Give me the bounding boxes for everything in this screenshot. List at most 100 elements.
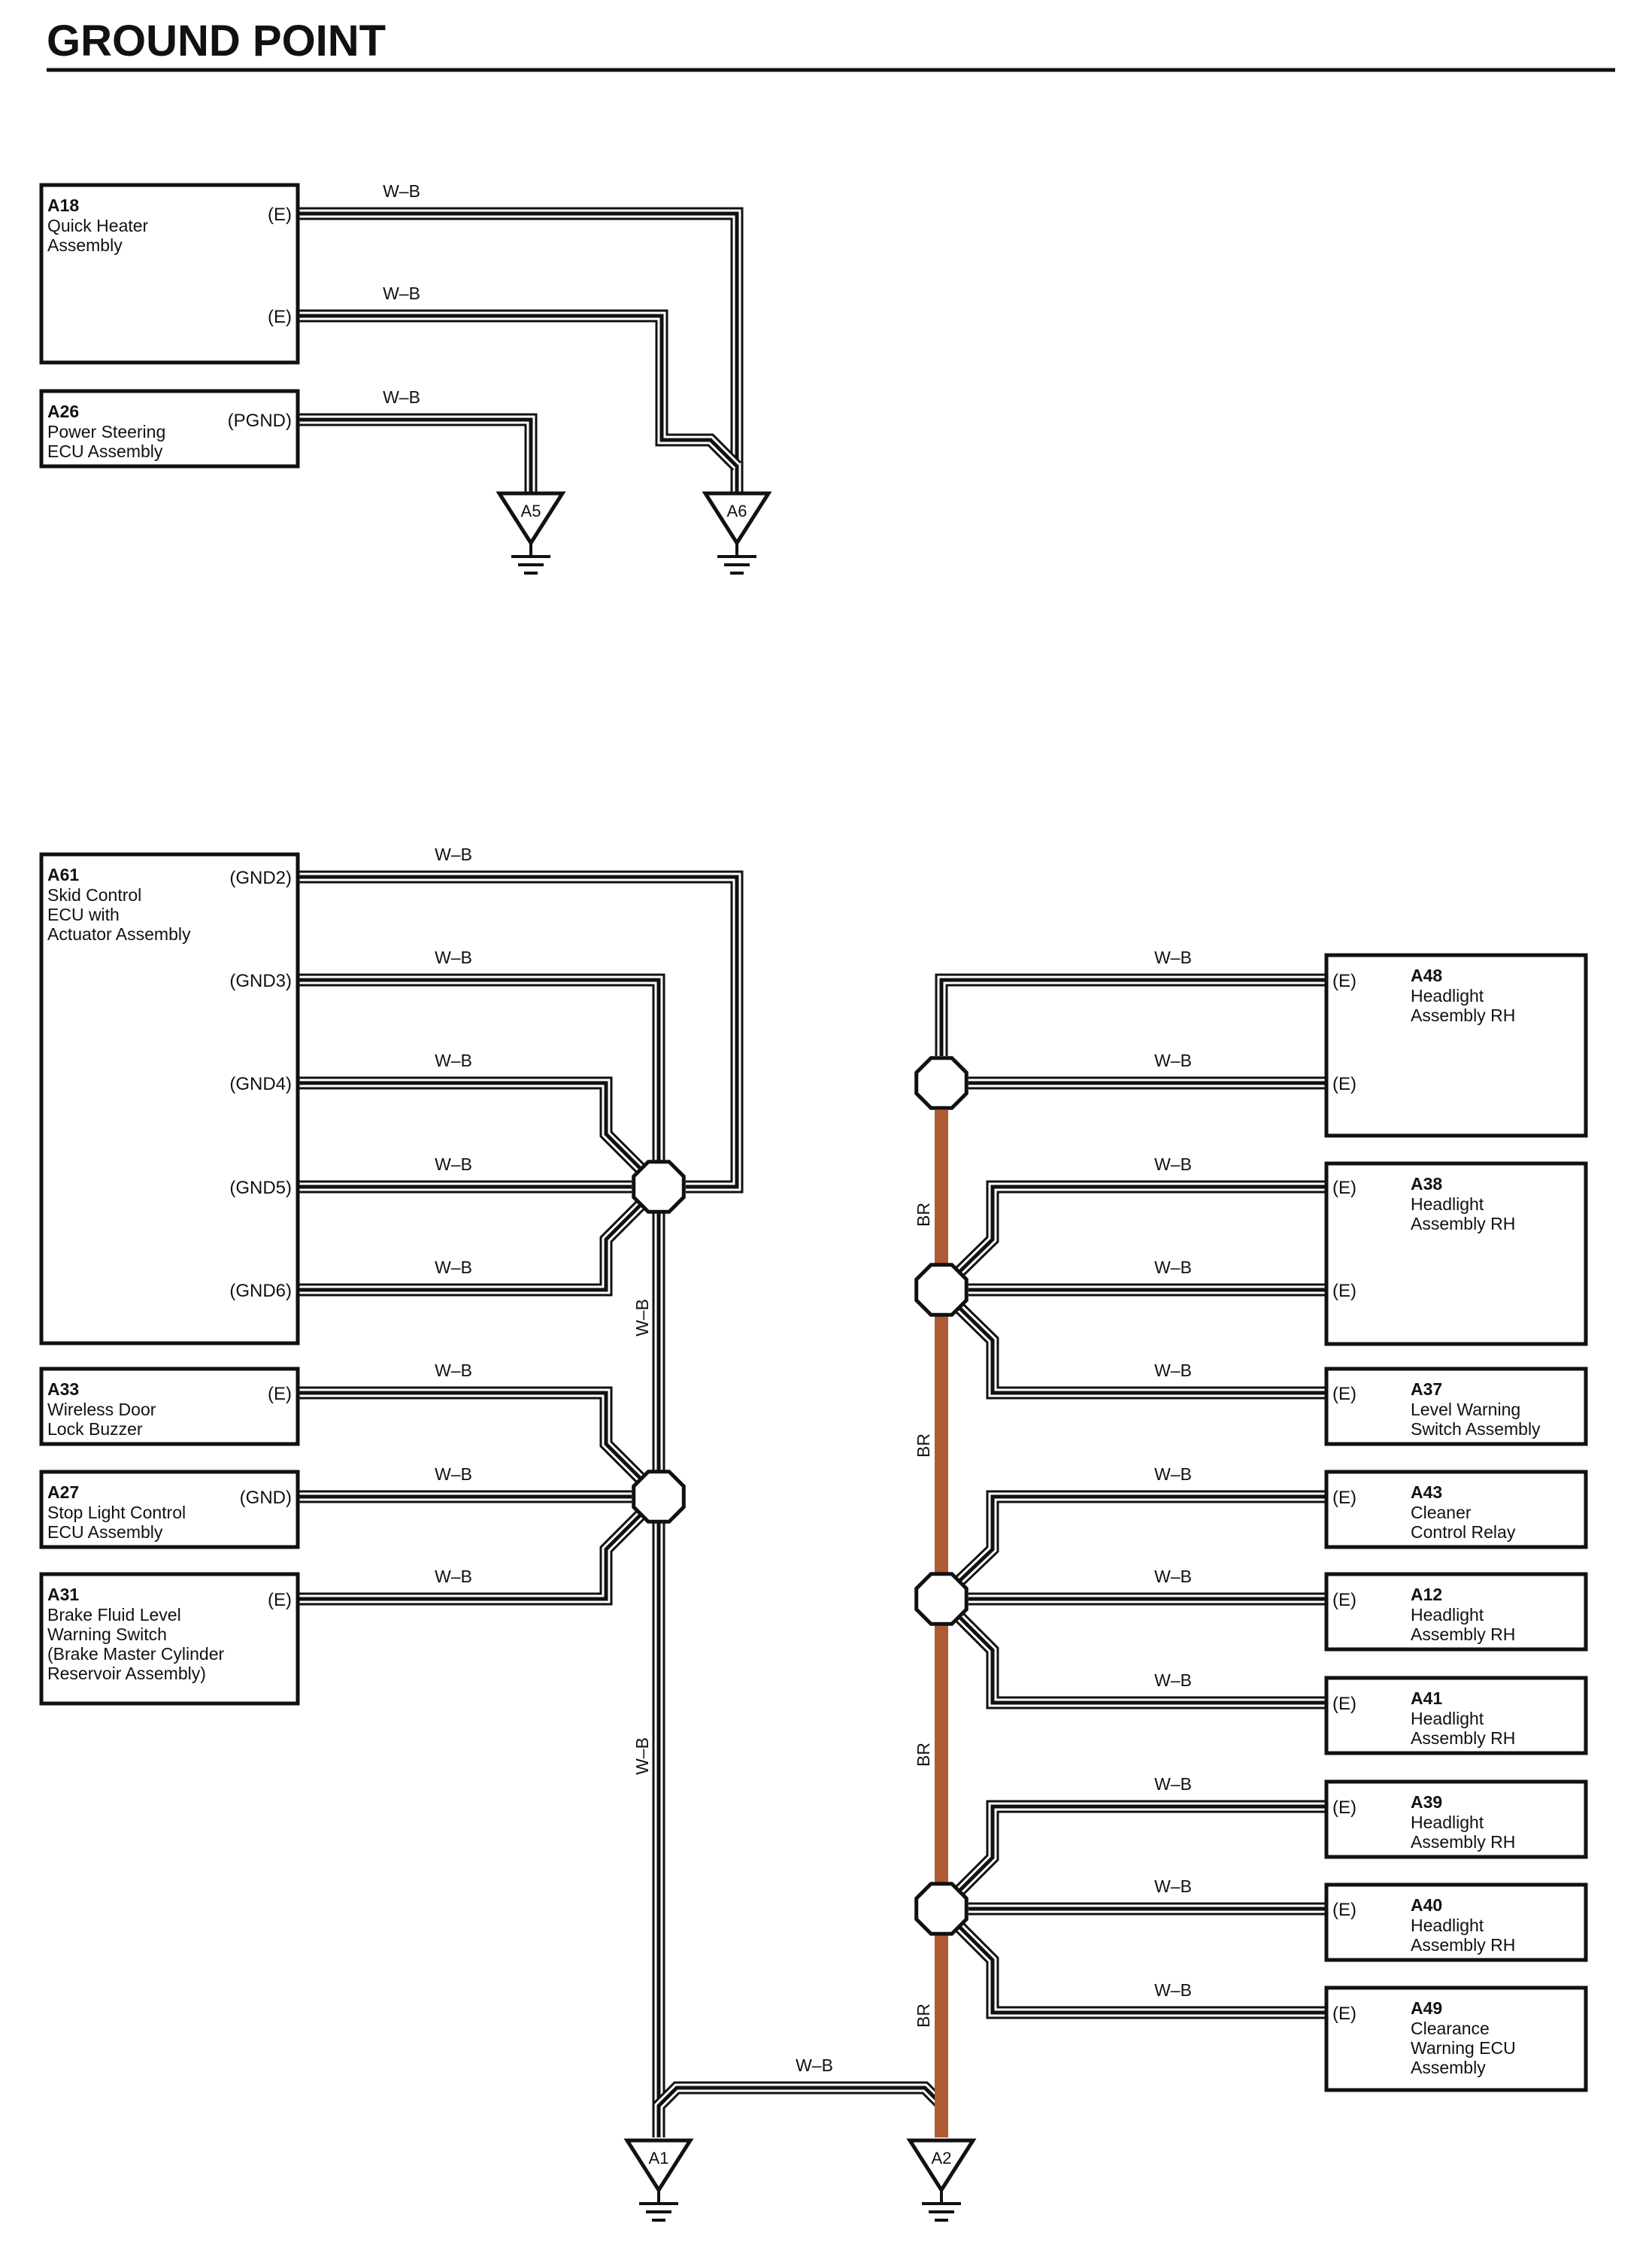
ground-label: A1 xyxy=(649,2149,669,2168)
wire-a39-e xyxy=(953,1800,1326,1898)
wire-a49-e xyxy=(953,1920,1326,2019)
pin-label: (E) xyxy=(1332,1488,1356,1508)
component-box xyxy=(39,1367,300,1446)
component-name-line: Brake Fluid Level xyxy=(47,1605,181,1625)
component-box xyxy=(39,1470,300,1549)
vertical-wire-label: W–B xyxy=(632,1299,652,1336)
component-name-line: Cleaner xyxy=(1411,1503,1472,1522)
wire-a41-e xyxy=(953,1610,1326,1709)
wire-a1-a2-outer xyxy=(652,2081,948,2137)
wire-a39-e-core xyxy=(956,1804,1326,1894)
wire-a26-pgnd xyxy=(298,413,538,496)
wire-a18-e2 xyxy=(298,309,742,472)
component-name-line: Skid Control xyxy=(47,885,141,905)
component-name-line: Assembly RH xyxy=(1411,1728,1515,1748)
wire-label: W–B xyxy=(1154,1464,1192,1484)
component-name-line: Warning ECU xyxy=(1411,2038,1516,2058)
wire-label: W–B xyxy=(383,284,420,303)
component-name-line: Assembly RH xyxy=(1411,1006,1515,1025)
wire-a38-e1-gap xyxy=(955,1182,1326,1276)
component-name-line: Assembly xyxy=(47,235,123,255)
wire-label: W–B xyxy=(435,948,472,967)
wire-a33-e xyxy=(298,1386,647,1485)
component-name-line: Control Relay xyxy=(1411,1522,1516,1542)
component-code: A49 xyxy=(1411,1998,1442,2018)
component-code: A43 xyxy=(1411,1482,1442,1502)
wire-a43-e-outer xyxy=(953,1490,1326,1588)
component-name-line: Reservoir Assembly) xyxy=(47,1664,206,1683)
component-code: A40 xyxy=(1411,1895,1442,1915)
wire-a38-e1 xyxy=(953,1180,1326,1279)
splice-junction xyxy=(914,1572,968,1626)
wire-label: W–B xyxy=(1154,1154,1192,1174)
component-name-line: Headlight xyxy=(1411,1194,1484,1214)
wire-label: W–B xyxy=(1154,1670,1192,1690)
wire-a26-pgnd-gap xyxy=(298,415,535,496)
wire-label: W–B xyxy=(1154,1567,1192,1586)
component-box xyxy=(39,852,300,1345)
component-name-line: Headlight xyxy=(1411,1916,1484,1935)
pin-label: (E) xyxy=(1332,1074,1356,1094)
wire-a41-e-gap xyxy=(955,1612,1326,1707)
wire-label: W–B xyxy=(383,387,420,407)
pin-label: (GND5) xyxy=(229,1178,292,1198)
pin-label: (GND3) xyxy=(229,971,292,991)
wire-a37-e-outer xyxy=(953,1301,1326,1400)
component-box xyxy=(1324,953,1588,1138)
pin-label: (E) xyxy=(1332,971,1356,991)
component-name-line: Stop Light Control xyxy=(47,1503,186,1522)
wire-a49-e-outer xyxy=(953,1920,1326,2019)
vertical-wire-label: W–B xyxy=(632,1737,652,1775)
vertical-wire-label: BR xyxy=(914,1203,933,1227)
wire-a1-a2-core xyxy=(656,2086,944,2137)
wire-a37-e-gap xyxy=(955,1303,1326,1397)
wire-label: W–B xyxy=(1154,1980,1192,2000)
wire-a61-gnd2-outer xyxy=(298,870,744,1194)
component-code: A38 xyxy=(1411,1174,1442,1194)
component-name-line: Assembly RH xyxy=(1411,1214,1515,1233)
ground-triangle xyxy=(906,2138,977,2194)
splice-junction xyxy=(632,1160,686,1214)
wire-a37-e xyxy=(953,1301,1326,1400)
component-code: A48 xyxy=(1411,966,1442,985)
vertical-wire-label: BR xyxy=(914,2004,933,2028)
component-name-line: Actuator Assembly xyxy=(47,924,191,944)
wire-label: W–B xyxy=(1154,1774,1192,1794)
component-box xyxy=(1324,1161,1588,1346)
wire-a48-e1-gap xyxy=(937,975,1326,1056)
wire-a26-pgnd-outer xyxy=(298,413,538,496)
wire-a61-gnd3-trunk-core xyxy=(298,978,661,2137)
wire-a18-e1-gap xyxy=(298,209,741,496)
wire-a18-e2-core xyxy=(298,314,738,468)
component-code: A61 xyxy=(47,865,79,884)
component-name-line: Warning Switch xyxy=(47,1625,167,1644)
component-name-line: Lock Buzzer xyxy=(47,1419,143,1439)
wire-a43-e xyxy=(953,1490,1326,1588)
wire-label: W–B xyxy=(435,1464,472,1484)
component-box xyxy=(1324,1572,1588,1652)
wire-label: W–B xyxy=(1154,948,1192,967)
component-box xyxy=(1324,1676,1588,1755)
wire-label: W–B xyxy=(1154,1876,1192,1896)
splice-junction xyxy=(914,1263,968,1317)
wire-a48-e1 xyxy=(935,973,1326,1056)
wire-a31-e-core xyxy=(298,1512,644,1601)
wire-a18-e1 xyxy=(298,207,744,496)
component-name-line: Headlight xyxy=(1411,986,1484,1006)
wire-a61-gnd6-core xyxy=(298,1202,644,1292)
pin-label: (PGND) xyxy=(228,411,292,431)
wire-a61-gnd3-trunk xyxy=(298,973,665,2137)
ground-triangle xyxy=(496,491,566,547)
pin-label: (E) xyxy=(1332,2004,1356,2024)
wire-a26-pgnd-core xyxy=(298,417,533,496)
component-box xyxy=(1324,1882,1588,1962)
component-code: A27 xyxy=(47,1482,79,1502)
vertical-wire-label: BR xyxy=(914,1433,933,1458)
wire-label: W–B xyxy=(1154,1257,1192,1277)
